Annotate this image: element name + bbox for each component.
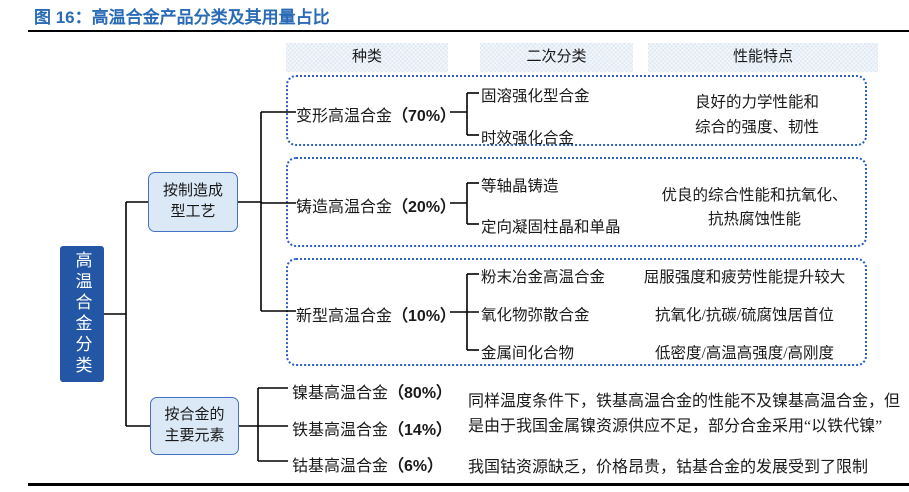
branch-node-process: 按制造成 型工艺 (148, 172, 238, 232)
branch-node-element: 按合金的 主要元素 (150, 397, 239, 455)
figure-title: 图 16：高温合金产品分类及其用量占比 (34, 8, 330, 27)
group-name: 镍基高温合金 (292, 385, 389, 402)
subtype-oxide-dispersion: 氧化物弥散合金 (481, 307, 590, 324)
group-name: 铸造高温合金 (296, 199, 393, 216)
group-pct: （70%） (392, 108, 457, 125)
group-label-deformed: 变形高温合金（70%） (296, 102, 456, 126)
note-nickel-iron-line1: 同样温度条件下，铁基高温合金的性能不及镍基高温合金，但 (468, 393, 901, 410)
performance-line: 优良的综合性能和抗氧化、 (661, 187, 848, 204)
group-pct: （80%） (388, 385, 453, 402)
performance-new-row3: 低密度/高温高强度/高刚度 (654, 345, 835, 362)
column-header-secondary: 二次分类 (480, 43, 633, 72)
performance-new-row1: 屈服强度和疲劳性能提升较大 (643, 269, 846, 286)
performance-new-row2: 抗氧化/抗碳/硫腐蚀居首位 (654, 307, 835, 324)
group-name: 新型高温合金 (296, 308, 393, 325)
group-pct: （10%） (392, 308, 457, 325)
dashed-box-deformed (286, 75, 867, 146)
performance-cast: 优良的综合性能和抗氧化、 抗热腐蚀性能 (637, 184, 872, 232)
group-label-nickel: 镍基高温合金（80%） (292, 379, 452, 403)
group-label-iron: 铁基高温合金（14%） (292, 416, 452, 440)
performance-line: 抗热腐蚀性能 (707, 211, 801, 228)
figure-bottom-rule (28, 483, 909, 486)
group-label-cast: 铸造高温合金（20%） (296, 193, 456, 217)
group-label-cobalt: 钴基高温合金（6%） (292, 452, 443, 476)
dashed-box-new (286, 258, 867, 366)
performance-deformed: 良好的力学性能和 综合的强度、韧性 (652, 90, 862, 140)
subtype-equiaxed: 等轴晶铸造 (481, 178, 559, 195)
subtype-directional: 定向凝固柱晶和单晶 (481, 219, 621, 236)
dashed-box-cast (286, 157, 867, 247)
note-cobalt: 我国钴资源缺乏，价格昂贵，钴基合金的发展受到了限制 (468, 459, 869, 476)
group-label-new: 新型高温合金（10%） (296, 302, 456, 326)
root-node: 高温合金分类 (60, 246, 104, 382)
performance-line: 综合的强度、韧性 (694, 119, 819, 136)
branch-process-line2: 型工艺 (170, 204, 216, 220)
group-pct: （6%） (388, 458, 444, 475)
branch-element-line2: 主要元素 (164, 428, 225, 444)
subtype-solid-solution: 固溶强化型合金 (481, 88, 590, 105)
title-underline (28, 30, 909, 32)
root-node-label: 高温合金分类 (72, 251, 92, 377)
column-header-performance: 性能特点 (648, 43, 878, 72)
subtype-aging-strengthened: 时效强化合金 (481, 130, 575, 147)
group-pct: （14%） (388, 422, 453, 439)
performance-line: 良好的力学性能和 (694, 94, 819, 111)
group-name: 钴基高温合金 (292, 458, 389, 475)
group-name: 变形高温合金 (296, 108, 393, 125)
group-name: 铁基高温合金 (292, 422, 389, 439)
subtype-powder-metallurgy: 粉末冶金高温合金 (481, 269, 606, 286)
column-header-kind: 种类 (286, 43, 448, 72)
branch-element-line1: 按合金的 (164, 407, 225, 423)
group-pct: （20%） (392, 199, 457, 216)
branch-process-line1: 按制造成 (162, 183, 223, 199)
subtype-intermetallic: 金属间化合物 (481, 345, 575, 362)
note-nickel-iron-line2: 是由于我国金属镍资源供应不足，部分合金采用“以铁代镍” (468, 418, 883, 435)
